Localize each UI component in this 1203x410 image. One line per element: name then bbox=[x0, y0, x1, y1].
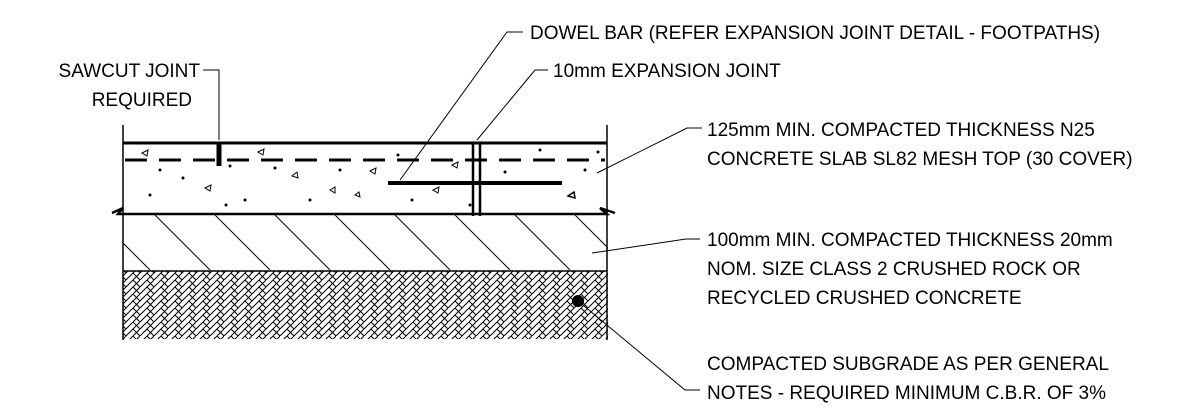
subgrade-label-line2: NOTES - REQUIRED MINIMUM C.B.R. OF 3% bbox=[707, 383, 1106, 404]
sawcut-label-line1: SAWCUT JOINT bbox=[59, 61, 201, 82]
subgrade-label-line1: COMPACTED SUBGRADE AS PER GENERAL bbox=[707, 354, 1109, 375]
sawcut-label-line2: REQUIRED bbox=[92, 90, 192, 111]
concrete-slab bbox=[111, 141, 616, 216]
expansion-joint-label: 10mm EXPANSION JOINT bbox=[553, 61, 781, 82]
leader-sawcut bbox=[203, 69, 220, 140]
subgrade bbox=[123, 271, 608, 339]
concrete-aggregate bbox=[140, 148, 600, 207]
leader-base bbox=[591, 238, 700, 254]
leader-expansion bbox=[476, 69, 548, 141]
expansion-joint bbox=[471, 143, 482, 216]
slab-label-line1: 125mm MIN. COMPACTED THICKNESS N25 bbox=[707, 120, 1095, 141]
base-label-line3: RECYCLED CRUSHED CONCRETE bbox=[707, 288, 1022, 309]
subgrade-leader-dot bbox=[572, 295, 584, 307]
base-label-line2: NOM. SIZE CLASS 2 CRUSHED ROCK OR bbox=[707, 259, 1081, 280]
base-label-line1: 100mm MIN. COMPACTED THICKNESS 20mm bbox=[707, 230, 1113, 251]
slab-label-line2: CONCRETE SLAB SL82 MESH TOP (30 COVER) bbox=[707, 149, 1133, 170]
leader-subgrade bbox=[577, 300, 700, 391]
leader-slab bbox=[596, 127, 702, 174]
leader-dowel bbox=[399, 31, 523, 181]
dowel-bar-label: DOWEL BAR (REFER EXPANSION JOINT DETAIL … bbox=[530, 23, 1100, 44]
crushed-rock-base bbox=[123, 215, 608, 270]
